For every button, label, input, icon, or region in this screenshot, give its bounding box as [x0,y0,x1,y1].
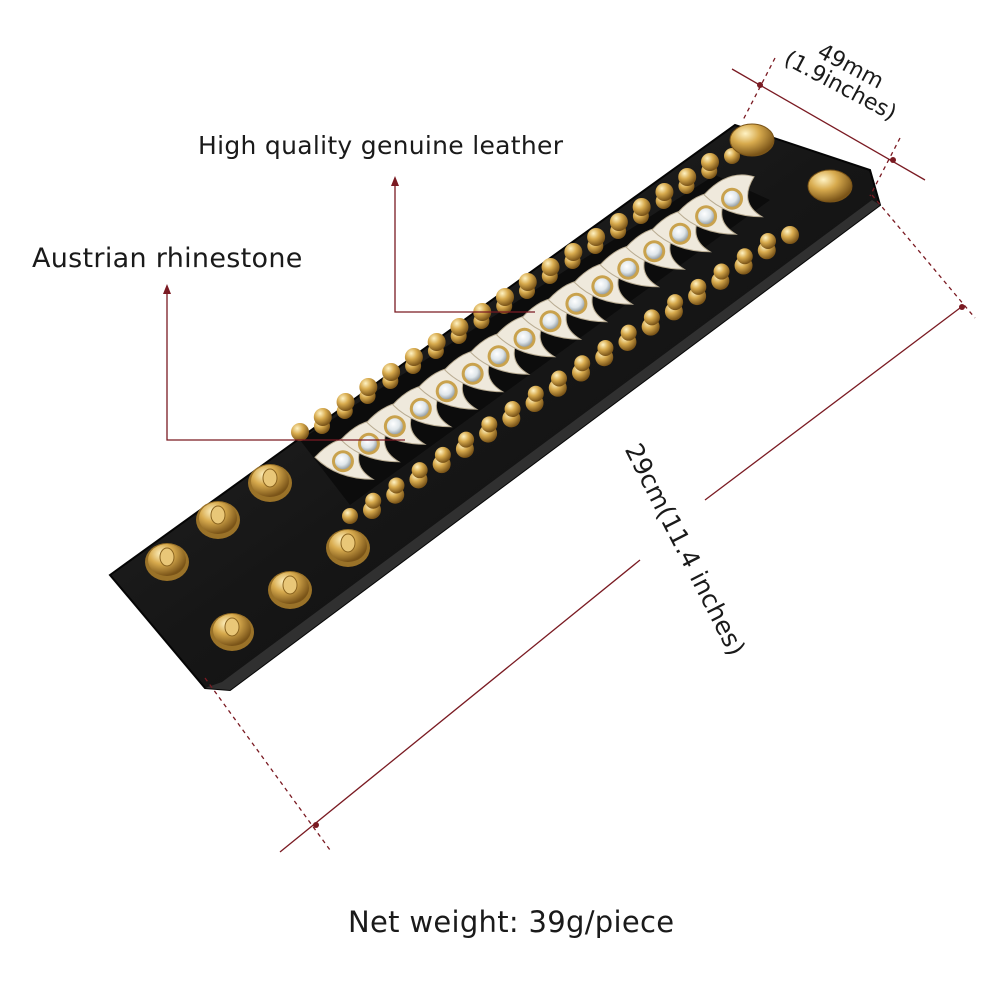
gold-dome-stud-icon [667,294,684,311]
gold-dome-stud-icon [736,248,753,265]
gold-dome-stud-icon [643,309,660,326]
gold-dome-stud-icon [564,243,583,261]
rhinestone-icon [594,278,611,295]
gold-dome-stud-icon [458,431,475,448]
width-extension-right [869,137,901,197]
rhinestone-icon [334,453,351,470]
snap-post [159,547,175,567]
leather-strap-edge [205,200,880,690]
leather-annotation: High quality genuine leather [198,131,564,160]
leather-strap [108,123,882,692]
leather-leader-line [394,182,535,313]
snap-post [262,468,278,488]
stud-row-top [291,148,740,441]
rhinestone-icon [490,348,507,365]
gold-dome-stud-icon [781,226,799,244]
snap-post [210,505,226,525]
gold-dome-stud-icon [434,446,451,463]
gold-dome-stud-icon [359,378,378,396]
snap-rivets [145,123,853,651]
gold-dome-stud-icon [518,273,537,291]
width-end-dot [890,157,896,163]
gold-dome-stud-icon [313,408,332,426]
rhinestone-icon [542,313,559,330]
gold-dome-stud-icon [597,339,614,356]
rhinestone-icon [464,365,481,382]
length-extension-bottom [204,677,331,851]
gold-dome-stud-icon [481,416,498,433]
length-dimension-line-lower [279,559,641,853]
rhinestone-icon [360,435,377,452]
gold-dome-stud-icon [609,213,628,231]
gold-dome-stud-icon [551,370,567,387]
rhinestone-leader-arrow [163,284,171,294]
length-end-dot [313,822,319,828]
snap-post [224,617,240,637]
gold-dome-stud-icon [291,423,309,441]
rhinestone-icon [568,295,585,312]
gold-snap-rivet-icon [729,123,775,157]
gold-dome-stud-icon [504,401,521,418]
gold-dome-stud-icon [541,258,560,276]
gold-dome-stud-icon [713,263,730,280]
gold-dome-stud-icon [404,348,423,366]
snap-post [282,575,298,595]
gold-dome-stud-icon [342,508,358,524]
gold-dome-stud-icon [427,333,446,351]
gold-dome-stud-icon [574,355,591,372]
width-extension-left [741,57,776,123]
rhinestone-icon [672,225,689,242]
length-extension-top [871,194,976,319]
gold-dome-stud-icon [527,385,544,402]
gold-dome-stud-icon [496,288,514,306]
gold-dome-stud-icon [587,228,606,246]
rhinestone-icon [620,260,637,277]
length-dimension-line-upper [704,307,961,501]
rhinestone-annotation: Austrian rhinestone [32,243,303,274]
rhinestone-icon [698,208,715,225]
weight-annotation: Net weight: 39g/piece [348,905,675,939]
length-end-dot [959,304,965,310]
rhinestone-icon [386,418,403,435]
rhinestone-row [331,187,744,473]
gold-dome-stud-icon [388,477,405,494]
width-end-dot [757,82,763,88]
gold-snap-rivet-icon [807,169,853,203]
gold-dome-stud-icon [724,148,740,164]
gold-dome-stud-icon [620,324,637,341]
rhinestone-icon [646,243,663,260]
gold-dome-stud-icon [690,278,707,295]
gold-dome-stud-icon [365,492,382,509]
gold-dome-stud-icon [760,233,776,249]
gold-dome-stud-icon [701,153,719,171]
gold-dome-stud-icon [450,318,469,336]
gold-dome-stud-icon [678,168,697,186]
gold-dome-stud-icon [336,393,355,411]
stud-row-bottom [342,226,799,524]
gold-dome-stud-icon [382,363,401,381]
leather-leader-arrow [391,176,399,186]
rhinestone-icon [412,400,429,417]
rhinestone-leader-line [166,290,405,441]
gold-dome-stud-icon [632,198,651,216]
gold-dome-stud-icon [411,462,428,479]
rhinestone-icon [438,383,455,400]
rhinestone-icon [724,190,741,207]
rhinestone-icon [516,330,533,347]
snap-post [340,533,356,553]
gold-dome-stud-icon [655,183,674,201]
